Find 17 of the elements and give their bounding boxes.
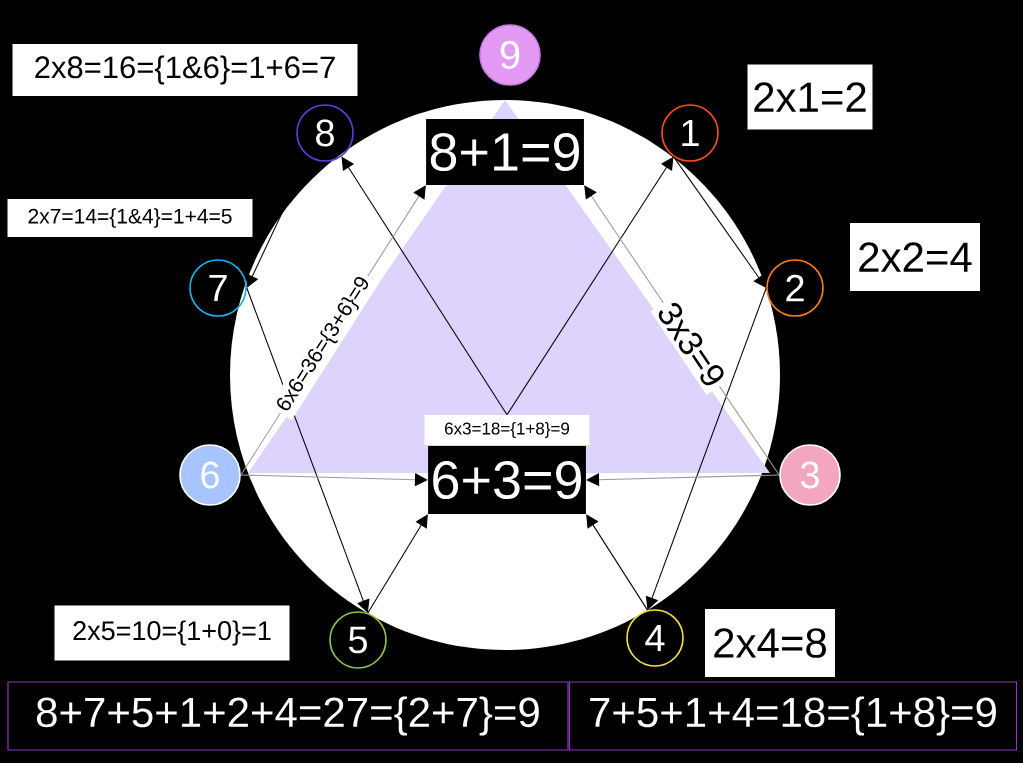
equation-box: 2x2=4 — [850, 223, 980, 291]
equation-box: 2x5=10={1+0}=1 — [54, 605, 290, 661]
total-box: 7+5+1+4=18={1+8}=9 — [568, 681, 1018, 751]
arrow — [246, 156, 309, 288]
equation-box: 2x4=8 — [705, 609, 835, 677]
arrow — [586, 473, 780, 487]
equation-box: 2x7=14={1&4}=1+4=5 — [7, 199, 253, 237]
arrow — [367, 514, 428, 614]
total-box: 8+7+5+1+2+4=27={2+7}=9 — [7, 681, 569, 751]
arrow — [672, 156, 767, 288]
equation-box: 2x1=2 — [747, 64, 873, 130]
equation-label: 6x3=18={1+8}=9 — [424, 415, 590, 445]
equation-box: 2x8=16={1&6}=1+6=7 — [12, 44, 358, 96]
sum-box: 8+1=9 — [426, 119, 584, 185]
sum-box: 6+3=9 — [428, 446, 586, 514]
arrow — [586, 514, 649, 611]
arrow — [246, 287, 370, 613]
